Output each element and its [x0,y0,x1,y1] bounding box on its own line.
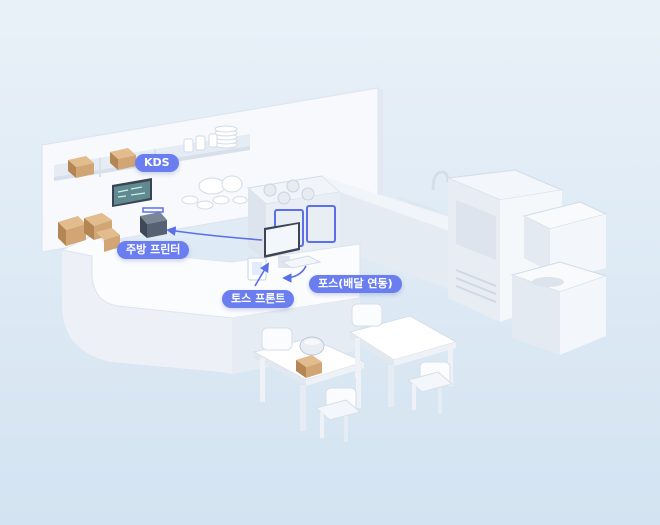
chair-back-left [261,327,293,351]
toss-front-callout: 토스 프론트 [222,290,295,308]
kitchen-printer-callout: 주방 프린터 [117,241,190,259]
side-machine [510,201,608,355]
pos-delivery-callout: 포스(배달 연동) [309,275,402,293]
dining-table-right [348,315,458,407]
pos-terminal-icon [264,222,322,269]
sink-counter [322,170,452,290]
kds-monitor-icon [112,178,152,207]
chair-back-right [351,303,383,327]
toss-front-device-icon [247,257,267,281]
delivery-box-icon [58,213,120,252]
chair-front-left [314,387,362,442]
kitchen-printer-icon [140,207,167,238]
shelf-plates [183,125,238,153]
table-items [296,336,325,378]
shelf-boxes [68,148,136,178]
kds-callout: KDS [135,154,179,172]
chair-front-right [406,361,454,414]
counter-dishes [181,175,248,210]
flow-arrows [166,226,307,287]
